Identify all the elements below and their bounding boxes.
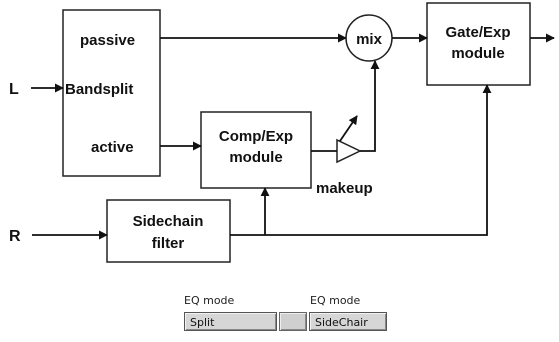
eq-mode-sidechain-button[interactable]: SideChair (309, 312, 387, 331)
gate-exp-subtitle: module (451, 45, 504, 62)
input-l-label: L (9, 81, 19, 98)
bandsplit-box (62, 9, 161, 177)
gate-exp-box (426, 2, 531, 86)
comp-exp-title: Comp/Exp (219, 128, 293, 145)
gate-exp-title: Gate/Exp (445, 24, 510, 41)
eq-mode-controls: EQ mode EQ mode Split SideChair (182, 292, 390, 336)
makeup-to-mix-arrow (360, 60, 380, 152)
sidechain-title: Sidechain (133, 213, 204, 230)
input-r-label: R (9, 228, 21, 245)
eq-mode-left-label: EQ mode (184, 294, 235, 307)
makeup-label: makeup (316, 180, 373, 197)
makeup-gain-arrow (339, 115, 358, 142)
sidechain-to-gate-arrow (230, 84, 492, 236)
sidechain-subtitle: filter (152, 235, 185, 252)
makeup-amplifier-icon (336, 138, 362, 164)
signal-flow-diagram: L R passive Bandsplit active Comp/Exp mo… (9, 2, 555, 263)
comp-exp-subtitle: module (229, 149, 282, 166)
mix-label: mix (356, 31, 383, 48)
bandsplit-label: Bandsplit (65, 81, 133, 98)
comp-exp-box (200, 111, 312, 189)
active-label: active (91, 139, 134, 156)
passive-label: passive (80, 32, 135, 49)
eq-mode-toggle-button[interactable] (279, 312, 307, 331)
sidechain-box (106, 199, 231, 263)
eq-mode-split-button[interactable]: Split (184, 312, 277, 331)
eq-mode-right-label: EQ mode (310, 294, 361, 307)
